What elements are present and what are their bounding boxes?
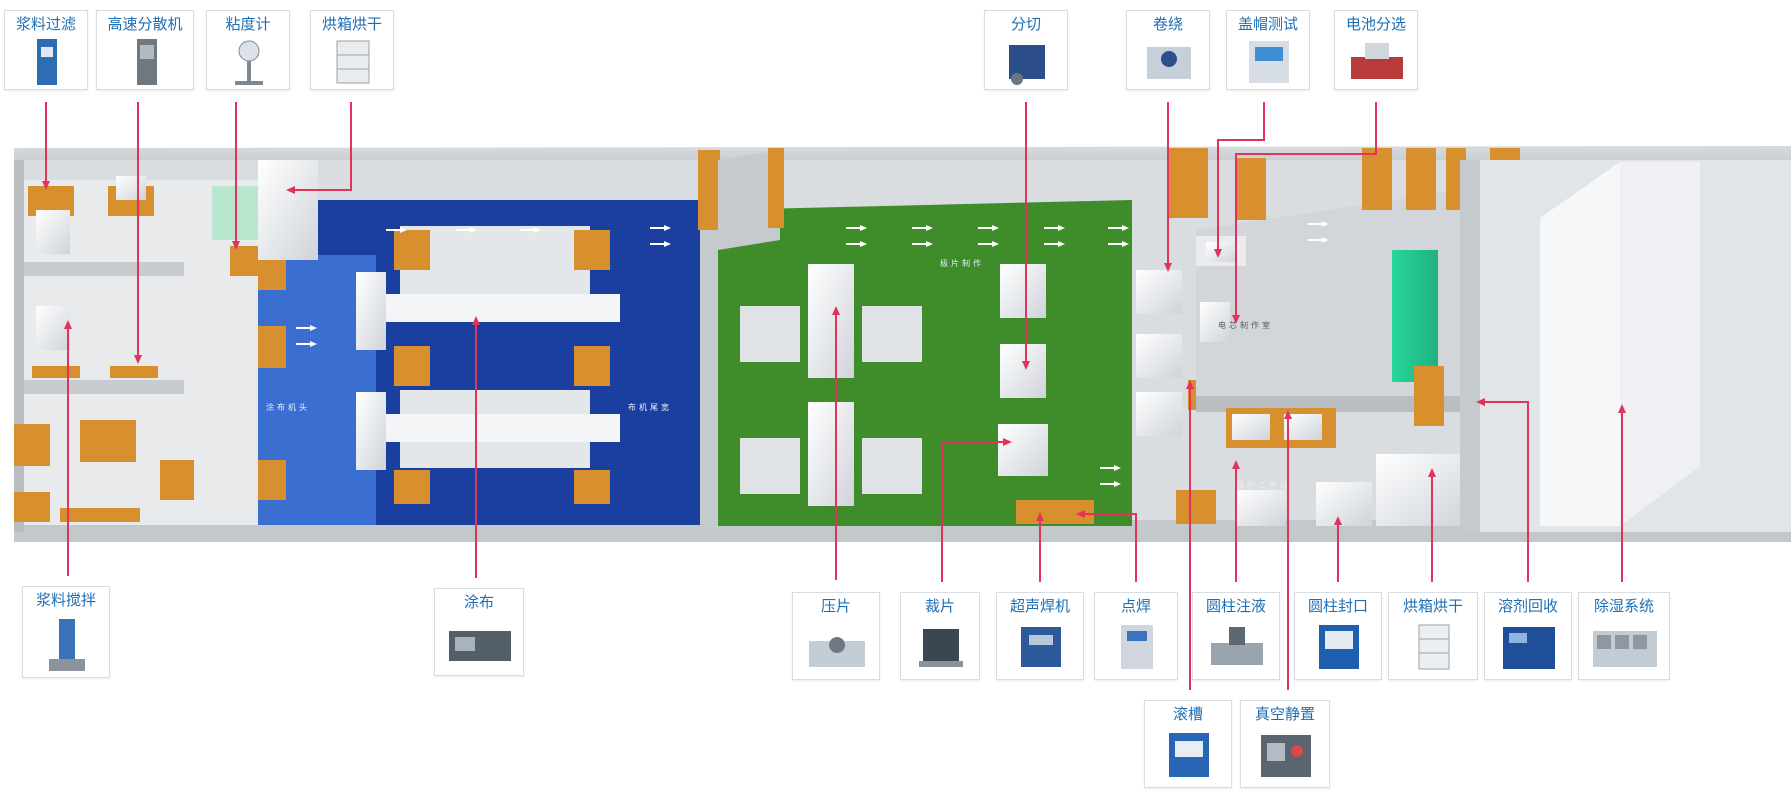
callout-label: 浆料搅拌 (35, 591, 96, 609)
dehumidification-zone (1480, 160, 1791, 532)
red-pointer-arrow-icon (941, 438, 1012, 582)
oven-icon (336, 40, 370, 84)
electrode-room (718, 148, 1228, 526)
callout-label: 圆柱注液 (1205, 597, 1266, 615)
callout-vacuum-standing: 真空静置 (1240, 700, 1330, 788)
oven-icon (1418, 624, 1450, 670)
callout-label: 涂布 (463, 593, 494, 611)
callout-label: 点焊 (1120, 597, 1151, 615)
callout-label: 压片 (820, 597, 851, 615)
spot-welder-icon (1121, 625, 1153, 669)
callout-solvent-recovery: 溶剂回收 (1484, 592, 1572, 680)
slurry-filter-icon (37, 39, 57, 85)
callout-label: 盖帽测试 (1237, 15, 1298, 33)
solvent-recovery-unit-icon (1503, 627, 1555, 669)
floor-labels: 涂布机头 布机尾宽 极片制作 电芯制作室 装配工作间 (266, 258, 1291, 490)
callout-label: 高速分散机 (107, 15, 183, 33)
callout-label: 除湿系统 (1593, 597, 1654, 615)
callout-cell-sorting: 电池分选 (1334, 10, 1418, 90)
callout-label: 卷绕 (1152, 15, 1183, 33)
winding-machine-icon (1147, 47, 1191, 79)
callout-oven-dry-top: 烘箱烘干 (310, 10, 394, 90)
callout-spot-welding: 点焊 (1094, 592, 1178, 680)
flow-arrows (296, 221, 1329, 487)
vacuum-chamber-icon (1261, 735, 1311, 777)
callout-grooving: 滚槽 (1144, 700, 1232, 788)
callout-winding: 卷绕 (1126, 10, 1210, 90)
coating-room (258, 150, 720, 530)
callout-oven-dry-bottom: 烘箱烘干 (1388, 592, 1478, 680)
callout-label: 粘度计 (225, 15, 271, 33)
cap-test-machine-icon (1249, 41, 1289, 83)
callout-slurry-filter: 浆料过滤 (4, 10, 88, 90)
callout-label: 烘箱烘干 (1402, 597, 1463, 615)
red-pointer-arrow-icon (286, 102, 352, 194)
cell-zone-text: 电芯制作室 (1218, 320, 1273, 330)
assembly-zone-text: 装配工作间 (1236, 480, 1291, 490)
cutting-machine-icon (919, 629, 963, 667)
callout-label: 裁片 (924, 597, 955, 615)
electrode-zone-text: 极片制作 (940, 258, 984, 268)
slitting-machine-icon (1009, 45, 1045, 85)
callout-label: 溶剂回收 (1497, 597, 1558, 615)
cell-room (1196, 148, 1532, 532)
callout-high-speed-disperser: 高速分散机 (96, 10, 194, 90)
callout-label: 超声焊机 (1009, 597, 1070, 615)
red-pointer-arrow-icon (1214, 102, 1265, 258)
viscometer-icon (235, 40, 263, 85)
grooving-machine-icon (1169, 733, 1209, 777)
callout-cylinder-sealing: 圆柱封口 (1294, 592, 1382, 680)
cell-sorting-machine-icon (1351, 43, 1403, 79)
callout-cap-test: 盖帽测试 (1226, 10, 1310, 90)
coating-machine-icon (449, 631, 511, 661)
disperser-icon (137, 39, 157, 85)
callout-cylinder-injection: 圆柱注液 (1192, 592, 1280, 680)
sealing-machine-icon (1319, 625, 1359, 669)
callout-ultrasonic-welder: 超声焊机 (996, 592, 1084, 680)
callout-label: 真空静置 (1254, 705, 1315, 723)
callout-label: 滚槽 (1172, 705, 1203, 723)
pointer-lines (42, 102, 1626, 690)
red-pointer-arrow-icon (1476, 398, 1529, 582)
coater-tail-text: 布机尾宽 (628, 402, 672, 412)
callout-dehumidification: 除湿系统 (1578, 592, 1670, 680)
callout-label: 圆柱封口 (1307, 597, 1368, 615)
callout-cutting: 裁片 (900, 592, 980, 680)
coater-head-text: 涂布机头 (266, 402, 310, 412)
mixer-icon (49, 619, 85, 671)
injection-machine-icon (1211, 627, 1263, 665)
callout-slurry-mixing: 浆料搅拌 (22, 586, 110, 678)
callout-label: 烘箱烘干 (321, 15, 382, 33)
callout-label: 浆料过滤 (15, 15, 76, 33)
callout-label: 分切 (1010, 15, 1041, 33)
callout-pressing: 压片 (792, 592, 880, 680)
press-machine-icon (809, 637, 865, 667)
red-pointer-arrow-icon (1076, 510, 1137, 582)
dehumidifier-icon (1593, 631, 1657, 667)
callout-label: 电池分选 (1345, 15, 1406, 33)
ultrasonic-welder-icon (1021, 627, 1061, 667)
callout-slitting: 分切 (984, 10, 1068, 90)
callout-coating: 涂布 (434, 588, 524, 676)
callout-viscometer: 粘度计 (206, 10, 290, 90)
red-pointer-arrow-icon (1232, 102, 1377, 324)
